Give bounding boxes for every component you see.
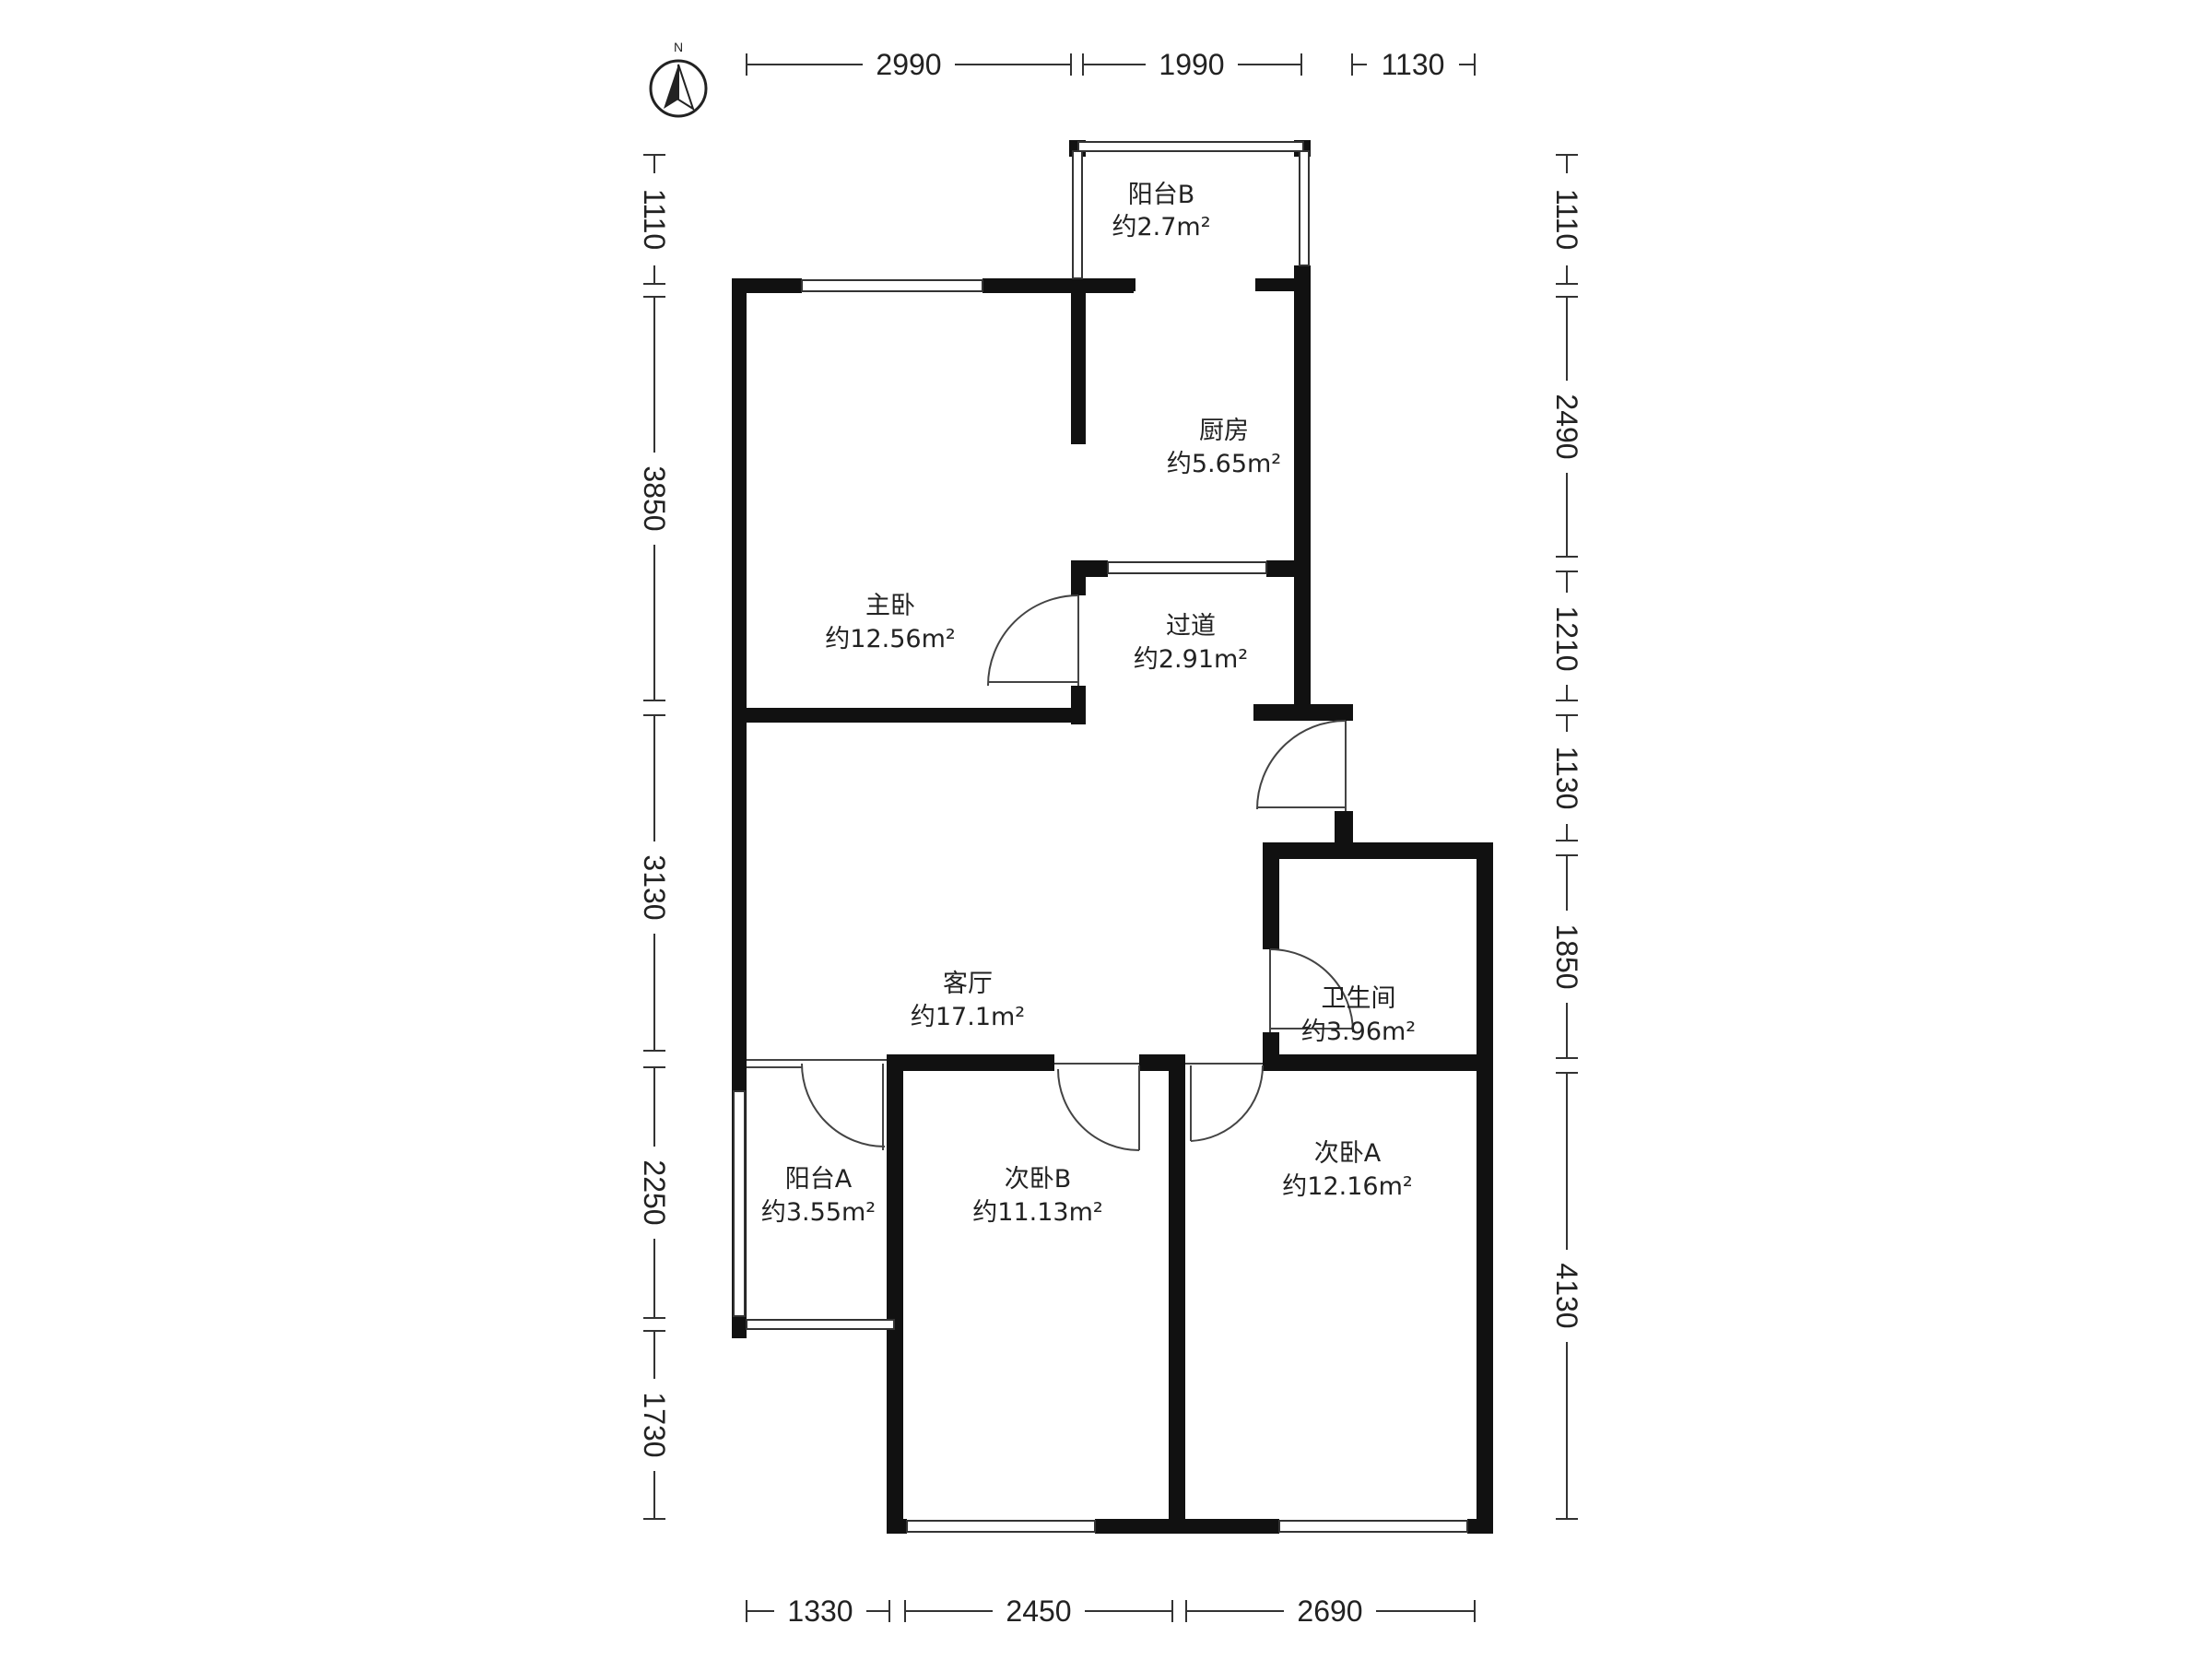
room-second-bedroom-a[interactable]: 次卧A 约12.16m² [1282, 1139, 1412, 1201]
room-area: 约3.96m² [1301, 1018, 1416, 1046]
dimension-line-right: 1110 2490 1210 1130 1850 4130 [1548, 154, 1585, 1520]
north-label: N [674, 40, 683, 54]
dim-bottom-3: 2690 [1297, 1594, 1362, 1628]
room-area: 约12.56m² [825, 625, 955, 653]
dim-left-2: 3850 [638, 465, 671, 531]
windows [733, 141, 1468, 1533]
room-hallway[interactable]: 过道 约2.91m² [1134, 612, 1248, 674]
room-area: 约12.16m² [1282, 1172, 1412, 1201]
room-area: 约5.65m² [1167, 450, 1281, 478]
room-name: 过道 [1166, 612, 1216, 641]
dim-right-1: 1110 [1550, 189, 1583, 250]
dim-right-3: 1210 [1550, 606, 1583, 671]
dim-bottom-2: 2450 [1006, 1594, 1071, 1628]
dim-left-3: 3130 [638, 854, 671, 920]
dim-top-3: 1130 [1382, 48, 1445, 81]
dim-right-4: 1130 [1550, 747, 1583, 810]
dimension-line-bottom: 1330 2450 2690 [746, 1593, 1476, 1630]
room-name: 主卧 [865, 592, 915, 620]
room-name: 厨房 [1199, 417, 1249, 445]
room-name: 次卧A [1314, 1139, 1382, 1168]
room-kitchen[interactable]: 厨房 约5.65m² [1167, 417, 1281, 478]
balcony-a-door[interactable] [747, 1059, 887, 1150]
dim-right-2: 2490 [1550, 394, 1583, 459]
room-balcony-b[interactable]: 阳台B 约2.7m² [1112, 181, 1210, 241]
dim-right-5: 1850 [1550, 924, 1583, 989]
dim-left-1: 1110 [638, 189, 671, 250]
dim-right-6: 4130 [1550, 1263, 1583, 1328]
dim-left-4: 2250 [638, 1159, 671, 1225]
bedroom-b-door[interactable] [1054, 1063, 1140, 1151]
room-area: 约2.7m² [1112, 213, 1210, 241]
room-area: 约17.1m² [911, 1003, 1025, 1031]
room-name: 卫生间 [1322, 984, 1396, 1013]
room-area: 约11.13m² [972, 1198, 1102, 1227]
room-name: 次卧B [1005, 1165, 1072, 1194]
dim-top-1: 2990 [876, 48, 941, 81]
room-area: 约3.55m² [761, 1198, 876, 1227]
dim-top-2: 1990 [1159, 48, 1224, 81]
doors [747, 594, 1354, 1151]
dim-left-5: 1730 [638, 1392, 671, 1457]
walls [732, 140, 1493, 1534]
north-arrow-icon: N [649, 40, 708, 118]
bedroom-a-door[interactable] [1185, 1063, 1265, 1142]
room-living-room[interactable]: 客厅 约17.1m² [911, 970, 1025, 1031]
dim-bottom-1: 1330 [787, 1594, 853, 1628]
entrance-door[interactable] [1256, 720, 1347, 811]
room-master-bedroom[interactable]: 主卧 约12.56m² [825, 592, 955, 653]
room-balcony-a[interactable]: 阳台A 约3.55m² [761, 1165, 876, 1227]
room-bathroom[interactable]: 卫生间 约3.96m² [1301, 984, 1416, 1046]
room-area: 约2.91m² [1134, 645, 1248, 674]
room-name: 客厅 [943, 970, 993, 998]
dimension-line-top: 2990 1990 1130 [746, 46, 1476, 83]
room-labels: 阳台B 约2.7m² 厨房 约5.65m² 主卧 约12.56m² 过道 约2.… [761, 181, 1416, 1227]
room-name: 阳台A [785, 1165, 853, 1194]
master-bedroom-door[interactable] [987, 594, 1079, 687]
bathroom-door[interactable] [1269, 948, 1354, 1033]
room-second-bedroom-b[interactable]: 次卧B 约11.13m² [972, 1165, 1102, 1227]
dimension-line-left: 1110 3850 3130 2250 1730 [636, 154, 673, 1520]
room-name: 阳台B [1128, 181, 1195, 209]
